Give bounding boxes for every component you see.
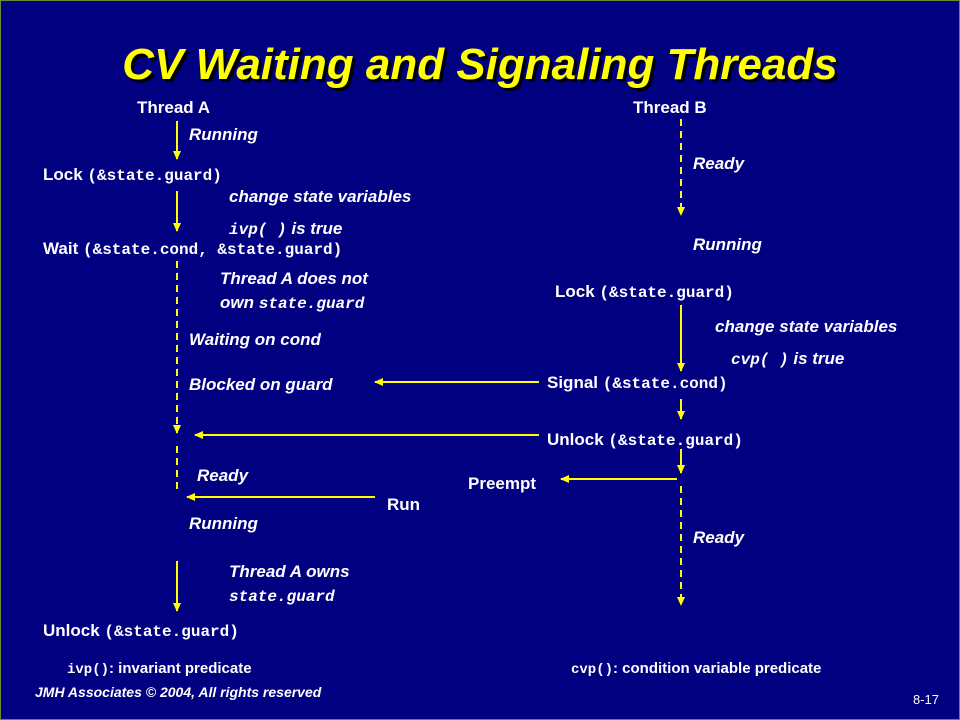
thread-a-ivp-label: ivp( ) is true (229, 219, 342, 240)
thread-a-owns-code: state.guard (229, 588, 335, 606)
thread-b-header: Thread B (633, 98, 707, 117)
slide-number: 8-17 (913, 692, 940, 707)
cvp-true-text: is true (793, 349, 845, 368)
cvp-legend-desc: : condition variable predicate (613, 660, 822, 677)
cvp-code: cvp( ) (731, 351, 789, 369)
unlock-keyword: Unlock (43, 621, 100, 640)
cvp-legend-code: cvp() (571, 662, 614, 678)
thread-a-owns-line1: Thread A owns (229, 562, 350, 581)
ivp-legend: ivp(): invariant predicate (67, 659, 252, 680)
ivp-legend-desc: : invariant predicate (109, 660, 252, 677)
lock-args: (&state.guard) (599, 284, 734, 302)
thread-b-ready-label: Ready (693, 154, 745, 173)
thread-a-unlock-call: Unlock (&state.guard) (43, 621, 239, 642)
ivp-legend-code: ivp() (67, 662, 110, 678)
wait-args: (&state.cond, &state.guard) (83, 241, 343, 259)
wait-keyword: Wait (43, 239, 79, 258)
run-label: Run (387, 495, 421, 514)
unlock-keyword: Unlock (547, 430, 604, 449)
thread-b-cvp-label: cvp( ) is true (731, 349, 844, 370)
signal-args: (&state.cond) (602, 375, 728, 393)
lock-args: (&state.guard) (87, 167, 222, 185)
thread-a-not-own-line1: Thread A does not (220, 269, 368, 288)
thread-b-preempt-label: Preempt (468, 474, 537, 493)
thread-a-waiting-label: Waiting on cond (189, 330, 321, 349)
thread-a-wait-call: Wait (&state.cond, &state.guard) (43, 239, 342, 260)
thread-b-lock-call: Lock (&state.guard) (555, 282, 734, 303)
thread-a-ready-label: Ready (197, 466, 249, 485)
thread-a-blocked-label: Blocked on guard (189, 375, 333, 394)
thread-a-not-own-line2: own state.guard (220, 293, 364, 314)
signal-keyword: Signal (547, 373, 599, 392)
own-word: own (220, 293, 254, 312)
thread-b-ready-label-2: Ready (693, 528, 745, 547)
thread-b-running-label: Running (693, 235, 762, 254)
thread-b-change-state-label: change state variables (715, 317, 898, 336)
state-guard-code: state.guard (258, 295, 365, 313)
lock-keyword: Lock (43, 165, 83, 184)
unlock-args: (&state.guard) (104, 623, 239, 641)
thread-a-change-state-label: change state variables (229, 187, 412, 206)
thread-b-unlock-call: Unlock (&state.guard) (547, 430, 743, 451)
thread-a-lock-call: Lock (&state.guard) (43, 165, 222, 186)
lock-keyword: Lock (555, 282, 595, 301)
copyright-notice: JMH Associates © 2004, All rights reserv… (35, 684, 322, 700)
thread-a-running-label: Running (189, 125, 258, 144)
thread-b-signal-call: Signal (&state.cond) (547, 373, 728, 394)
thread-a-running-label-2: Running (189, 514, 258, 533)
unlock-args: (&state.guard) (608, 432, 743, 450)
thread-a-header: Thread A (137, 98, 211, 117)
slide-title: CV Waiting and Signaling Threads (122, 40, 838, 89)
ivp-true-text: is true (291, 219, 343, 238)
cvp-legend: cvp(): condition variable predicate (571, 659, 821, 680)
ivp-code: ivp( ) (229, 221, 287, 239)
